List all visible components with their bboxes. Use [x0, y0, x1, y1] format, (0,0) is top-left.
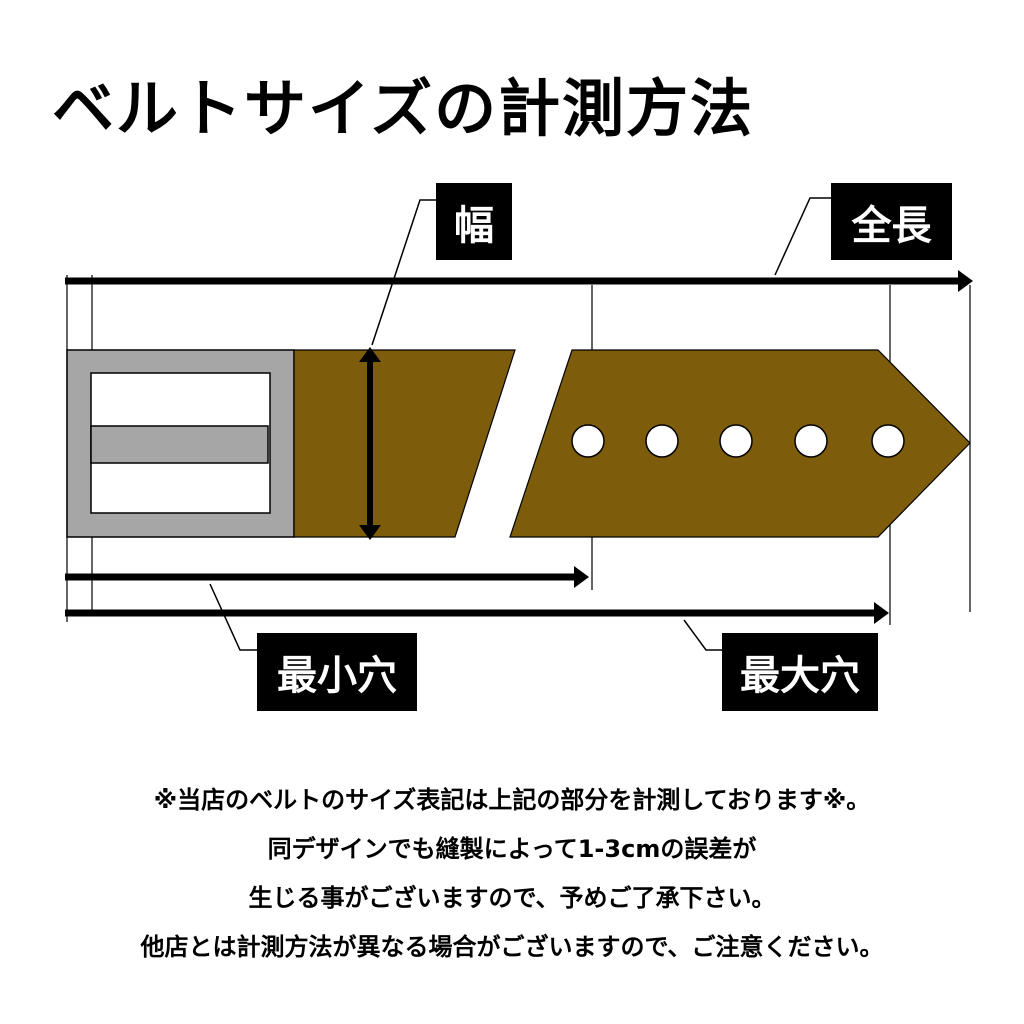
note-line-2: 同デザインでも縫製によって1-3cmの誤差が	[267, 835, 757, 863]
belt-hole	[719, 424, 753, 458]
buckle	[66, 349, 295, 538]
note-line-3: 生じる事がございますので、予めご了承下さい。	[248, 884, 776, 912]
belt-hole	[571, 424, 605, 458]
width-arrow	[359, 347, 381, 540]
belt-strap-buckle-end	[293, 349, 516, 538]
page-title: ベルトサイズの計測方法	[52, 72, 755, 145]
total-length-arrow	[65, 270, 973, 292]
note-line-1: ※当店のベルトのサイズ表記は上記の部分を計測しております※。	[153, 786, 871, 814]
label-max-hole: 最大穴	[722, 633, 878, 711]
max-hole-arrow	[65, 602, 889, 624]
leader-lines	[209, 197, 831, 651]
label-total-length: 全長	[831, 183, 952, 260]
belt-hole	[645, 424, 679, 458]
label-min-hole: 最小穴	[257, 633, 417, 711]
note-line-4: 他店とは計測方法が異なる場合がございますので、ご注意ください。	[140, 933, 884, 961]
belt-hole	[794, 424, 828, 458]
min-hole-arrow	[65, 566, 589, 588]
belt-hole	[871, 424, 905, 458]
label-width: 幅	[436, 183, 512, 260]
